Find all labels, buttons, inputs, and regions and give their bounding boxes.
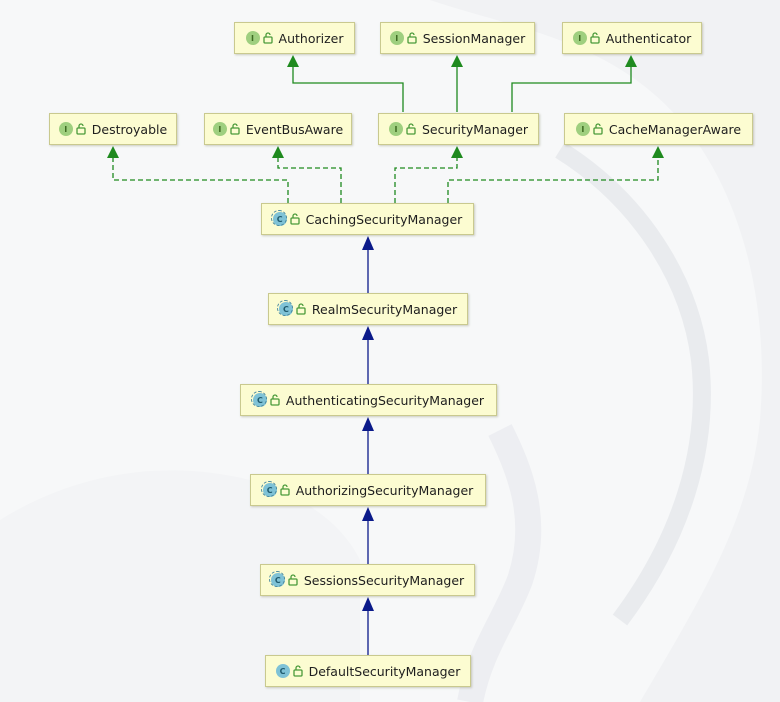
node-sessionssecuritymanager[interactable]: C SessionsSecurityManager: [260, 564, 475, 596]
unlock-icon: [296, 303, 306, 315]
node-label: RealmSecurityManager: [311, 301, 458, 317]
arrowhead-realm: [362, 326, 374, 340]
arrowhead-caching: [362, 236, 374, 250]
node-label: SessionsSecurityManager: [303, 572, 465, 588]
edge-caching-cachemanageraware: [447, 155, 659, 203]
node-label: SessionManager: [422, 30, 526, 46]
arrowhead-authorizer: [287, 55, 299, 67]
node-label: Destroyable: [91, 121, 168, 137]
node-label: CacheManagerAware: [608, 121, 742, 137]
node-label: Authorizer: [278, 30, 344, 46]
abstract-class-icon: C: [260, 481, 277, 497]
node-authorizer[interactable]: I Authorizer: [234, 22, 355, 54]
unlock-icon: [288, 574, 298, 586]
interface-icon: I: [389, 31, 404, 45]
node-label: DefaultSecurityManager: [308, 663, 461, 679]
node-authenticatingsecuritymanager[interactable]: C AuthenticatingSecurityManager: [240, 384, 497, 416]
node-securitymanager[interactable]: I SecurityManager: [378, 113, 539, 145]
abstract-class-icon: C: [250, 391, 267, 407]
unlock-icon: [590, 32, 600, 44]
unlock-icon: [262, 32, 273, 44]
unlock-icon: [407, 32, 417, 44]
node-label: Authenticator: [605, 30, 692, 46]
node-label: CachingSecurityManager: [305, 211, 463, 227]
unlock-icon: [292, 665, 303, 677]
arrowhead-authorizing: [362, 507, 374, 521]
unlock-icon: [406, 123, 416, 135]
node-cachingsecuritymanager[interactable]: C CachingSecurityManager: [261, 203, 474, 235]
node-sessionmanager[interactable]: I SessionManager: [380, 22, 535, 54]
node-label: AuthenticatingSecurityManager: [285, 392, 485, 408]
unlock-icon: [230, 123, 240, 135]
node-label: EventBusAware: [245, 121, 344, 137]
node-realmsecuritymanager[interactable]: C RealmSecurityManager: [268, 293, 468, 325]
node-authorizingsecuritymanager[interactable]: C AuthorizingSecurityManager: [250, 474, 486, 506]
edge-caching-eventbusaware: [277, 155, 342, 203]
unlock-icon: [270, 394, 280, 406]
node-cachemanageraware[interactable]: I CacheManagerAware: [564, 113, 753, 145]
interface-icon: I: [575, 122, 590, 136]
interface-icon: I: [58, 122, 73, 136]
interface-icon: I: [212, 122, 227, 136]
node-destroyable[interactable]: I Destroyable: [49, 113, 177, 145]
edge-securitymanager-authenticator: [511, 63, 632, 112]
interface-icon: I: [245, 31, 260, 45]
edge-securitymanager-authorizer: [292, 63, 404, 112]
abstract-class-icon: C: [268, 571, 285, 587]
unlock-icon: [76, 123, 86, 135]
arrowhead-authenticating: [362, 417, 374, 431]
arrowhead-sessions: [362, 597, 374, 611]
node-eventbusaware[interactable]: I EventBusAware: [204, 113, 352, 145]
arrowhead-securitymanager: [451, 146, 463, 158]
arrowhead-eventbusaware: [272, 146, 284, 158]
node-defaultsecuritymanager[interactable]: C DefaultSecurityManager: [265, 655, 471, 687]
node-label: AuthorizingSecurityManager: [295, 482, 474, 498]
abstract-class-icon: C: [276, 300, 293, 316]
interface-icon: I: [572, 31, 587, 45]
unlock-icon: [280, 484, 290, 496]
arrowhead-destroyable: [107, 146, 119, 158]
class-icon: C: [275, 664, 290, 678]
interface-icon: I: [388, 122, 403, 136]
abstract-class-icon: C: [270, 210, 287, 226]
unlock-icon: [593, 123, 603, 135]
unlock-icon: [290, 213, 300, 225]
edge-caching-destroyable: [112, 155, 289, 203]
arrowhead-cachemanageraware: [652, 146, 664, 158]
node-label: SecurityManager: [421, 121, 529, 137]
node-authenticator[interactable]: I Authenticator: [562, 22, 702, 54]
arrowhead-sessionmanager: [451, 55, 463, 67]
arrowhead-authenticator: [625, 55, 637, 67]
edge-caching-securitymanager: [394, 155, 458, 203]
